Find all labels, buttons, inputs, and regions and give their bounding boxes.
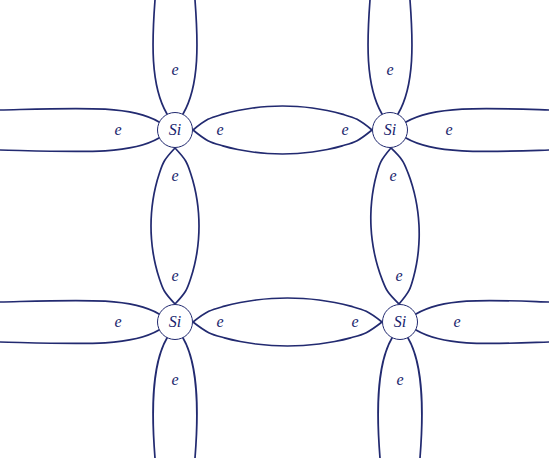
electron-label: e — [171, 268, 178, 284]
electron-label: e — [453, 314, 460, 330]
covalent-bond — [371, 148, 419, 304]
atom-circle: Si — [382, 304, 418, 340]
covalent-bond — [193, 106, 372, 154]
electron-label: e — [171, 372, 178, 388]
atom-circle: Si — [372, 112, 408, 148]
electron-label: e — [351, 314, 358, 330]
outer-bond — [378, 338, 422, 458]
atom-circle: Si — [157, 304, 193, 340]
outer-bond — [416, 300, 549, 343]
outer-bond — [368, 0, 412, 114]
electron-label: e — [114, 314, 121, 330]
outer-bond — [153, 0, 197, 114]
electron-label: e — [389, 168, 396, 184]
electron-label: e — [216, 122, 223, 138]
electron-label: e — [445, 122, 452, 138]
atom-symbol: Si — [394, 314, 406, 330]
electron-label: e — [114, 122, 121, 138]
covalent-bond — [151, 148, 199, 304]
outer-bond — [153, 338, 197, 458]
electron-label: e — [395, 268, 402, 284]
electron-label: e — [171, 62, 178, 78]
covalent-bond — [193, 298, 382, 346]
outer-bond — [0, 108, 159, 151]
atom-circle: Si — [157, 112, 193, 148]
electron-label: e — [386, 62, 393, 78]
electron-label: e — [341, 122, 348, 138]
electron-label: e — [396, 372, 403, 388]
outer-bond — [406, 108, 549, 151]
electron-label: e — [216, 314, 223, 330]
electron-label: e — [171, 168, 178, 184]
outer-bond — [0, 300, 159, 343]
atom-symbol: Si — [169, 314, 181, 330]
atom-symbol: Si — [384, 122, 396, 138]
atom-symbol: Si — [169, 122, 181, 138]
